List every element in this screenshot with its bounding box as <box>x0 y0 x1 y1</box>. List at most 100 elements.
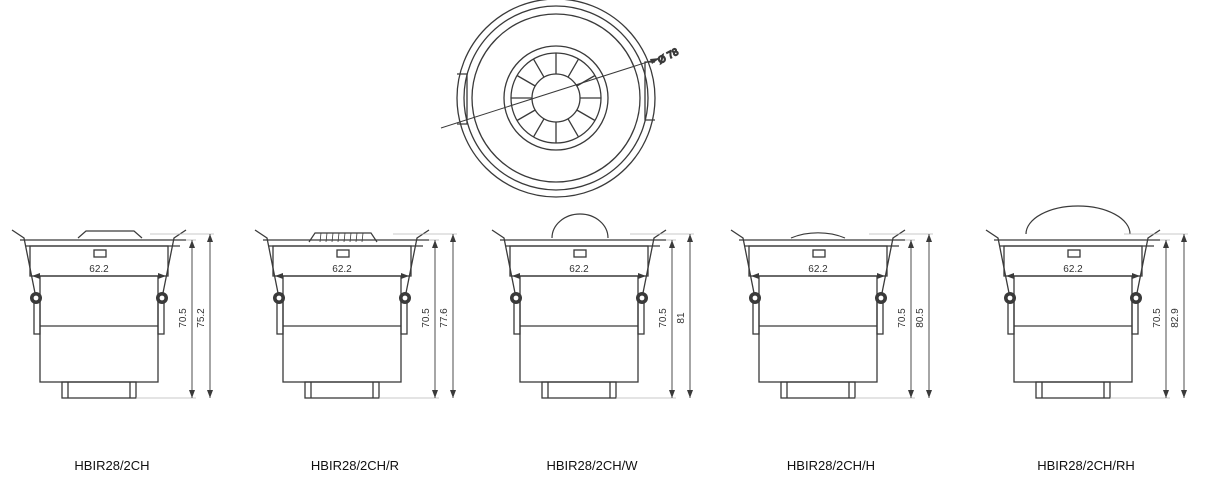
left-spring-clip <box>985 229 1011 299</box>
right-spring-clip <box>641 229 667 299</box>
bottom-connector <box>541 381 617 399</box>
variant-caption: HBIR28/2CH/R <box>311 458 399 473</box>
width-label: 62.2 <box>89 264 109 275</box>
top-view: Ø 78 <box>440 0 682 198</box>
right-side-bracket <box>876 299 884 335</box>
body-height-arrow-top <box>669 240 675 248</box>
total-height-label: 82.9 <box>1170 308 1181 328</box>
diameter-arrow <box>650 58 660 64</box>
bottom-connector <box>61 381 137 399</box>
right-screw-center <box>159 295 165 301</box>
width-arrow-right <box>401 273 409 279</box>
right-screw-center <box>878 295 884 301</box>
width-arrow-right <box>158 273 166 279</box>
lens-segment-line <box>532 118 545 138</box>
body-height-label: 70.5 <box>421 308 432 328</box>
width-arrow-right <box>638 273 646 279</box>
variant-caption: HBIR28/2CH/W <box>546 458 638 473</box>
body-height-label: 70.5 <box>897 308 908 328</box>
right-side-bracket <box>637 299 645 335</box>
variant-caption: HBIR28/2CH/RH <box>1037 458 1135 473</box>
body-circle <box>471 13 641 183</box>
left-side-bracket <box>1007 299 1015 335</box>
bottom-connector <box>304 381 380 399</box>
total-height-arrow-bottom <box>1181 390 1187 398</box>
lens-segment-line <box>567 118 580 138</box>
width-arrow-left <box>751 273 759 279</box>
width-arrow-left <box>275 273 283 279</box>
total-height-arrow-top <box>926 234 932 242</box>
lens-segment-line <box>567 58 580 78</box>
left-spring-clip <box>11 229 37 299</box>
left-side-bracket <box>513 299 521 335</box>
total-height-label: 80.5 <box>915 308 926 328</box>
dome-rib <box>331 232 334 243</box>
body-height-arrow-bottom <box>432 390 438 398</box>
left-clip <box>457 73 468 125</box>
label-tab <box>1067 249 1081 258</box>
total-height-arrow-bottom <box>450 390 456 398</box>
width-arrow-right <box>1132 273 1140 279</box>
left-screw-center <box>513 295 519 301</box>
label-tab <box>336 249 350 258</box>
total-height-label: 81 <box>676 312 687 324</box>
width-label: 62.2 <box>808 264 828 275</box>
dome-rib <box>343 232 346 243</box>
main-body <box>519 275 639 383</box>
body-height-arrow-top <box>189 240 195 248</box>
left-spring-clip <box>254 229 280 299</box>
lens-segment-line <box>516 109 536 122</box>
right-screw-center <box>1133 295 1139 301</box>
lens-segment-line <box>516 74 536 87</box>
lens-outer-circle <box>503 45 609 151</box>
body-height-label: 70.5 <box>178 308 189 328</box>
width-arrow-left <box>1006 273 1014 279</box>
total-height-arrow-top <box>687 234 693 242</box>
right-side-bracket <box>1131 299 1139 335</box>
total-height-label: 77.6 <box>439 308 450 328</box>
wide-dome <box>790 232 846 239</box>
left-side-bracket <box>276 299 284 335</box>
total-height-label: 75.2 <box>196 308 207 328</box>
left-screw-center <box>276 295 282 301</box>
flat-dome <box>77 230 143 239</box>
body-height-arrow-top <box>908 240 914 248</box>
total-height-arrow-bottom <box>207 390 213 398</box>
ribbed-dome <box>308 232 378 243</box>
right-clip <box>644 61 655 121</box>
dome-rib <box>355 232 358 243</box>
left-screw-center <box>1007 295 1013 301</box>
width-label: 62.2 <box>332 264 352 275</box>
outer-rim-circle <box>456 0 656 198</box>
lens-segments <box>511 53 601 143</box>
left-spring-clip <box>491 229 517 299</box>
label-tab <box>573 249 587 258</box>
left-side-bracket <box>752 299 760 335</box>
main-body <box>758 275 878 383</box>
body-height-arrow-bottom <box>1163 390 1169 398</box>
body-height-arrow-bottom <box>908 390 914 398</box>
variant-caption: HBIR28/2CH <box>74 458 149 473</box>
total-height-arrow-top <box>450 234 456 242</box>
width-arrow-left <box>512 273 520 279</box>
left-screw-center <box>33 295 39 301</box>
dome-rib <box>349 232 352 243</box>
body-height-arrow-bottom <box>189 390 195 398</box>
bottom-connector <box>780 381 856 399</box>
left-side-bracket <box>33 299 41 335</box>
diameter-leader-line <box>440 57 661 129</box>
body-height-label: 70.5 <box>1152 308 1163 328</box>
width-arrow-left <box>32 273 40 279</box>
variant-caption: HBIR28/2CH/H <box>787 458 875 473</box>
label-tab <box>812 249 826 258</box>
total-height-arrow-bottom <box>926 390 932 398</box>
small-dome <box>551 213 609 239</box>
dome-rib <box>319 232 322 243</box>
dome-rib <box>337 232 340 243</box>
lens-segment-line <box>576 74 596 87</box>
dome-rib <box>325 232 328 243</box>
main-body <box>1013 275 1133 383</box>
left-spring-clip <box>730 229 756 299</box>
